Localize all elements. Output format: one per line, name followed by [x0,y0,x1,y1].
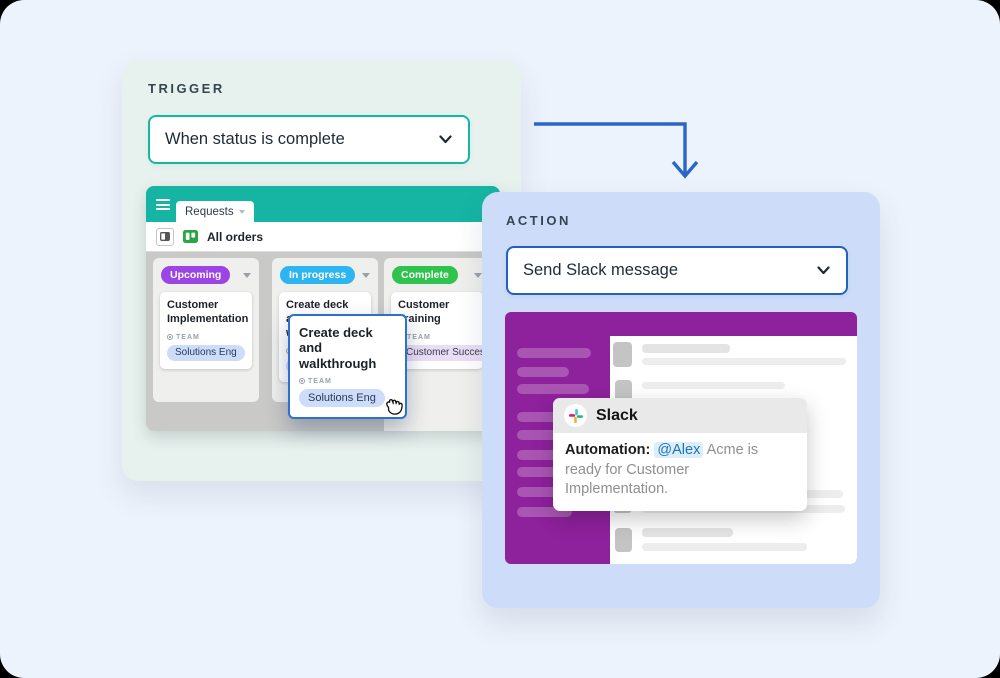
slack-message-popup: Slack Automation: @Alex Acme is ready fo… [553,398,807,511]
board-view-icon [183,230,198,243]
slack-popup-header: Slack [553,398,807,433]
action-select[interactable]: Send Slack message [506,246,848,295]
action-panel-title: ACTION [506,213,571,228]
team-label: TEAM [407,333,431,341]
card-title: Customer Implementation [167,299,249,325]
slack-popup-body: Automation: @Alex Acme is ready for Cust… [553,433,807,511]
message-placeholder-bar [642,358,846,365]
column-upcoming: Upcoming Customer Implementation TEAM So… [153,258,259,402]
card-customer-implementation[interactable]: Customer Implementation TEAM Solutions E… [160,292,252,369]
message-sender: Automation: [565,442,651,458]
status-badge: Complete [392,266,458,284]
trigger-select[interactable]: When status is complete [148,115,470,164]
sidebar-placeholder-bar [517,450,570,460]
slack-logo-icon [564,404,587,427]
chevron-down-icon [817,266,830,275]
status-badge: Upcoming [161,266,231,284]
chevron-down-icon [474,272,482,278]
team-tag: Solutions Eng [299,388,385,407]
dragged-card[interactable]: Create deck and walkthrough TEAM Solutio… [288,314,407,419]
sidebar-placeholder-bar [517,487,570,497]
split-rect-icon [160,232,170,241]
team-label: TEAM [176,333,200,341]
team-label: TEAM [308,377,332,385]
sidebar-placeholder-bar [517,507,572,517]
board-toolbar: All orders [146,222,500,252]
chevron-down-icon [439,135,452,144]
action-panel: ACTION Send Slack message [482,192,880,608]
sidebar-placeholder-bar [517,367,569,377]
team-tag: Solutions Eng [167,344,245,361]
board-header: Requests [146,186,500,222]
trigger-panel: TRIGGER When status is complete Requests… [122,60,521,481]
avatar [613,342,632,367]
team-icon [167,334,173,340]
message-text: Acme is ready for Customer Implementatio… [565,442,759,498]
message-placeholder-bar [642,382,785,389]
status-badge: In progress [280,266,356,284]
avatar [615,528,632,552]
slack-app-name: Slack [596,406,638,424]
sidebar-placeholder-bar [517,348,591,358]
view-name: All orders [207,229,264,244]
card-title: Customer Training [398,299,450,325]
message-placeholder-bar [642,543,807,551]
chevron-down-icon [243,272,251,278]
panel-toggle-button[interactable] [156,227,174,246]
message-placeholder-bar [642,344,730,353]
mention-chip[interactable]: @Alex [654,442,704,458]
tab-label: Requests [185,205,234,218]
trigger-select-value: When status is complete [165,130,345,148]
trigger-panel-title: TRIGGER [148,81,225,96]
tab-caret-icon [238,209,245,214]
avatar [615,380,632,403]
sidebar-placeholder-bar [517,384,589,394]
card-title: Create deck and walkthrough [299,325,377,371]
menu-icon[interactable] [156,199,170,213]
column-header[interactable]: Upcoming [153,258,259,290]
column-header[interactable]: Complete [384,258,490,290]
chevron-down-icon [362,272,370,278]
grab-hand-cursor-icon [386,398,403,415]
action-select-value: Send Slack message [523,261,679,279]
sidebar-placeholder-bar [517,412,570,422]
flow-arrow [534,122,699,179]
team-tag: Customer Success [398,344,490,361]
message-placeholder-bar [642,528,733,537]
column-header[interactable]: In progress [272,258,378,290]
team-icon [299,378,305,385]
tab-requests[interactable]: Requests [176,201,254,222]
